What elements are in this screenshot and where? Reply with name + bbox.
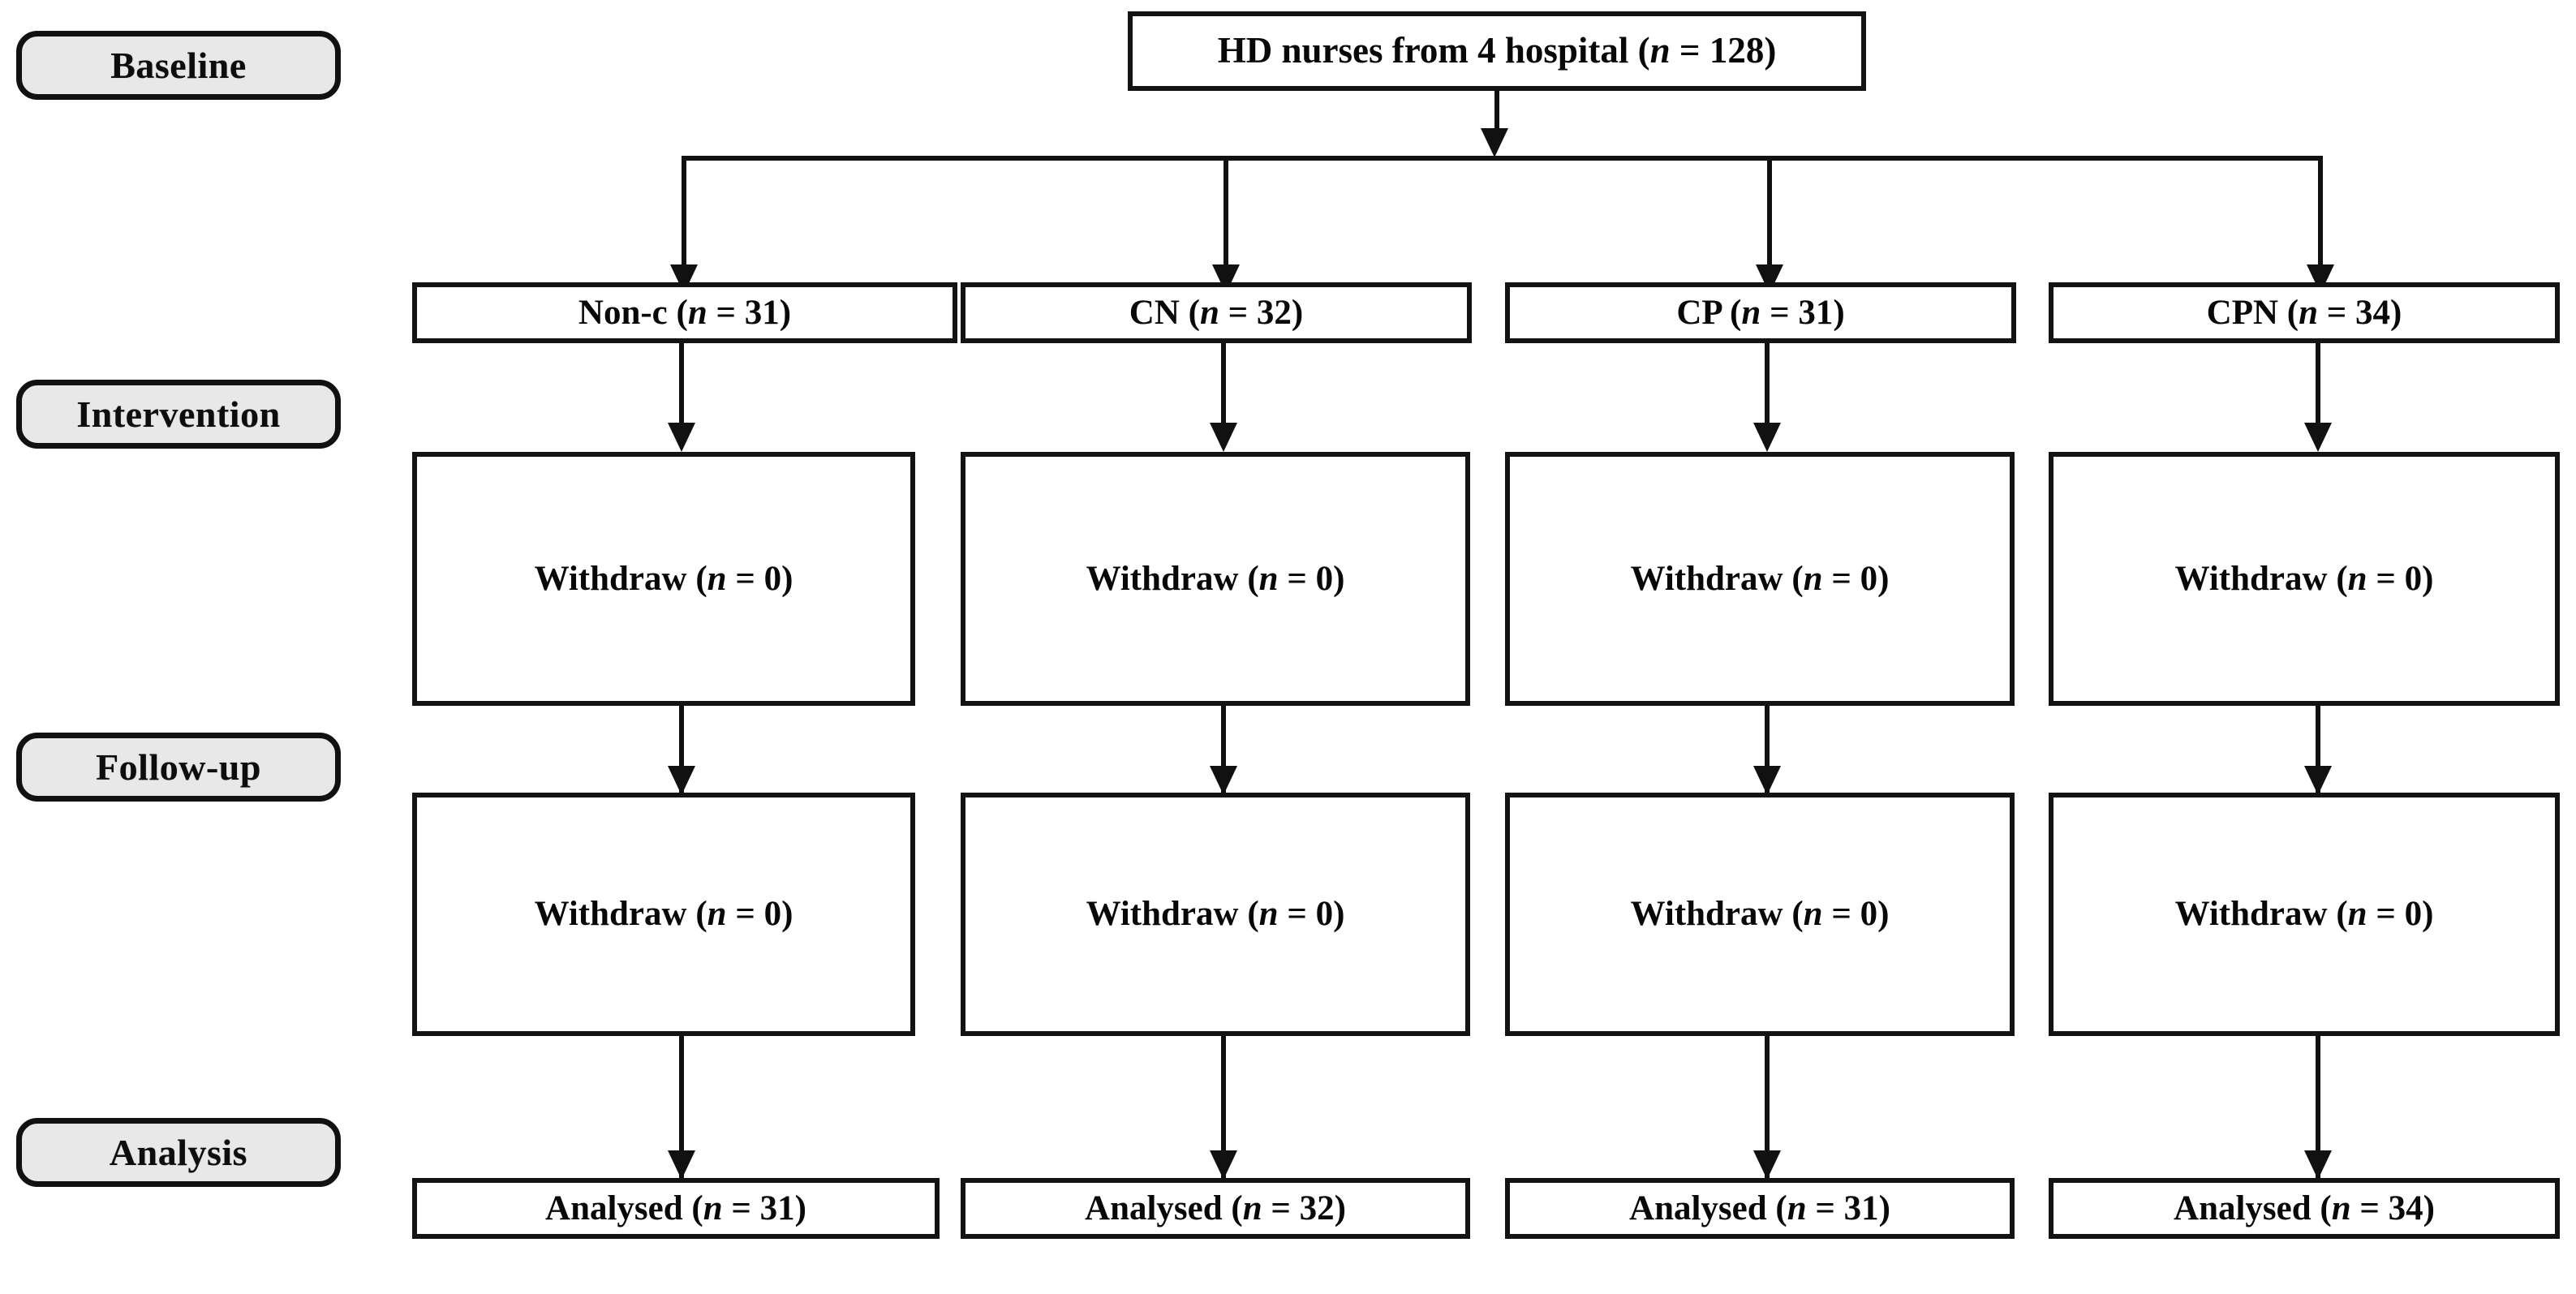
withdraw-box-non-c-2: Withdraw (n = 0)	[412, 793, 915, 1036]
connector-cn-withdraw2-to-analysed-arrowhead-icon	[1210, 1150, 1237, 1180]
connector-non-c-withdraw1-to-withdraw2-arrowhead-icon	[668, 766, 695, 795]
withdraw-box-cp-2: Withdraw (n = 0)	[1505, 793, 2015, 1036]
withdraw-box-cpn-2-text: Withdraw (n = 0)	[2174, 895, 2434, 934]
withdraw-box-cp-1: Withdraw (n = 0)	[1505, 452, 2015, 706]
enrollment-box: HD nurses from 4 hospital (n = 128)	[1128, 11, 1866, 91]
connector-cpn-withdraw1-to-withdraw2	[2316, 706, 2320, 793]
connector-cp-withdraw2-to-analysed	[1765, 1036, 1770, 1180]
connector-cn-group-to-withdraw1-arrowhead-icon	[1210, 423, 1237, 452]
stage-label-analysis: Analysis	[16, 1118, 341, 1187]
connector-cpn-withdraw2-to-analysed-arrowhead-icon	[2304, 1150, 2332, 1180]
stage-label-analysis-text: Analysis	[109, 1132, 248, 1173]
analysed-box-cp-text: Analysed (n = 31)	[1629, 1189, 1890, 1227]
group-box-cpn-text: CPN (n = 34)	[2206, 293, 2402, 332]
group-box-cp-text: CP (n = 31)	[1676, 293, 1845, 332]
connector-cp-withdraw1-to-withdraw2-arrowhead-icon	[1753, 766, 1781, 795]
connector-cpn-group-to-withdraw1	[2316, 343, 2320, 432]
group-box-cp: CP (n = 31)	[1505, 282, 2016, 343]
analysed-box-cp: Analysed (n = 31)	[1505, 1178, 2015, 1239]
withdraw-box-cp-1-text: Withdraw (n = 0)	[1630, 559, 1890, 598]
connector-branch-bus	[682, 156, 2323, 161]
connector-cn-withdraw1-to-withdraw2	[1221, 706, 1226, 793]
withdraw-box-non-c-1: Withdraw (n = 0)	[412, 452, 915, 706]
analysed-box-cpn-text: Analysed (n = 34)	[2174, 1189, 2435, 1227]
analysed-box-cn-text: Analysed (n = 32)	[1085, 1189, 1346, 1227]
group-box-cn: CN (n = 32)	[961, 282, 1472, 343]
connector-cn-withdraw2-to-analysed	[1221, 1036, 1226, 1180]
withdraw-box-cn-2-text: Withdraw (n = 0)	[1086, 895, 1345, 934]
withdraw-box-cp-2-text: Withdraw (n = 0)	[1630, 895, 1890, 934]
analysed-box-non-c: Analysed (n = 31)	[412, 1178, 940, 1239]
withdraw-box-cn-2: Withdraw (n = 0)	[961, 793, 1470, 1036]
connector-non-c-withdraw1-to-withdraw2	[679, 706, 684, 793]
stage-label-followup: Follow-up	[16, 733, 341, 802]
analysed-box-non-c-text: Analysed (n = 31)	[545, 1189, 806, 1227]
analysed-box-cn: Analysed (n = 32)	[961, 1178, 1470, 1239]
withdraw-box-cpn-2: Withdraw (n = 0)	[2049, 793, 2560, 1036]
withdraw-box-non-c-2-text: Withdraw (n = 0)	[534, 895, 793, 934]
stage-label-followup-text: Follow-up	[96, 746, 261, 788]
connector-enrollment-arrowhead-icon	[1481, 128, 1508, 157]
connector-cn-group-to-withdraw1	[1221, 343, 1226, 432]
connector-cn-withdraw1-to-withdraw2-arrowhead-icon	[1210, 766, 1237, 795]
connector-cpn-withdraw2-to-analysed	[2316, 1036, 2320, 1180]
connector-non-c-group-to-withdraw1-arrowhead-icon	[668, 423, 695, 452]
withdraw-box-cn-1-text: Withdraw (n = 0)	[1086, 559, 1345, 598]
connector-cpn-group-to-withdraw1-arrowhead-icon	[2304, 423, 2332, 452]
connector-non-c-withdraw2-to-analysed	[679, 1036, 684, 1180]
enrollment-box-text: HD nurses from 4 hospital (n = 128)	[1217, 30, 1777, 71]
connector-cpn-withdraw1-to-withdraw2-arrowhead-icon	[2304, 766, 2332, 795]
withdraw-box-cpn-1-text: Withdraw (n = 0)	[2174, 559, 2434, 598]
withdraw-box-cn-1: Withdraw (n = 0)	[961, 452, 1470, 706]
connector-cp-withdraw2-to-analysed-arrowhead-icon	[1753, 1150, 1781, 1180]
group-box-cpn: CPN (n = 34)	[2049, 282, 2560, 343]
connector-cp-group-to-withdraw1	[1765, 343, 1770, 432]
connector-cp-withdraw1-to-withdraw2	[1765, 706, 1770, 793]
stage-label-intervention: Intervention	[16, 380, 341, 449]
connector-non-c-group-to-withdraw1	[679, 343, 684, 432]
group-box-non-c-text: Non-c (n = 31)	[578, 293, 792, 332]
connector-drop-arm-4	[2318, 156, 2323, 276]
stage-label-baseline: Baseline	[16, 31, 341, 100]
connector-drop-arm-2	[1223, 156, 1228, 276]
connector-drop-arm-1	[682, 156, 686, 276]
connector-non-c-withdraw2-to-analysed-arrowhead-icon	[668, 1150, 695, 1180]
withdraw-box-non-c-1-text: Withdraw (n = 0)	[534, 559, 793, 598]
analysed-box-cpn: Analysed (n = 34)	[2049, 1178, 2560, 1239]
stage-label-intervention-text: Intervention	[76, 393, 281, 435]
group-box-non-c: Non-c (n = 31)	[412, 282, 957, 343]
stage-label-baseline-text: Baseline	[110, 45, 247, 86]
connector-enrollment-stem	[1494, 91, 1499, 133]
withdraw-box-cpn-1: Withdraw (n = 0)	[2049, 452, 2560, 706]
connector-cp-group-to-withdraw1-arrowhead-icon	[1753, 423, 1781, 452]
group-box-cn-text: CN (n = 32)	[1129, 293, 1304, 332]
connector-drop-arm-3	[1767, 156, 1772, 276]
